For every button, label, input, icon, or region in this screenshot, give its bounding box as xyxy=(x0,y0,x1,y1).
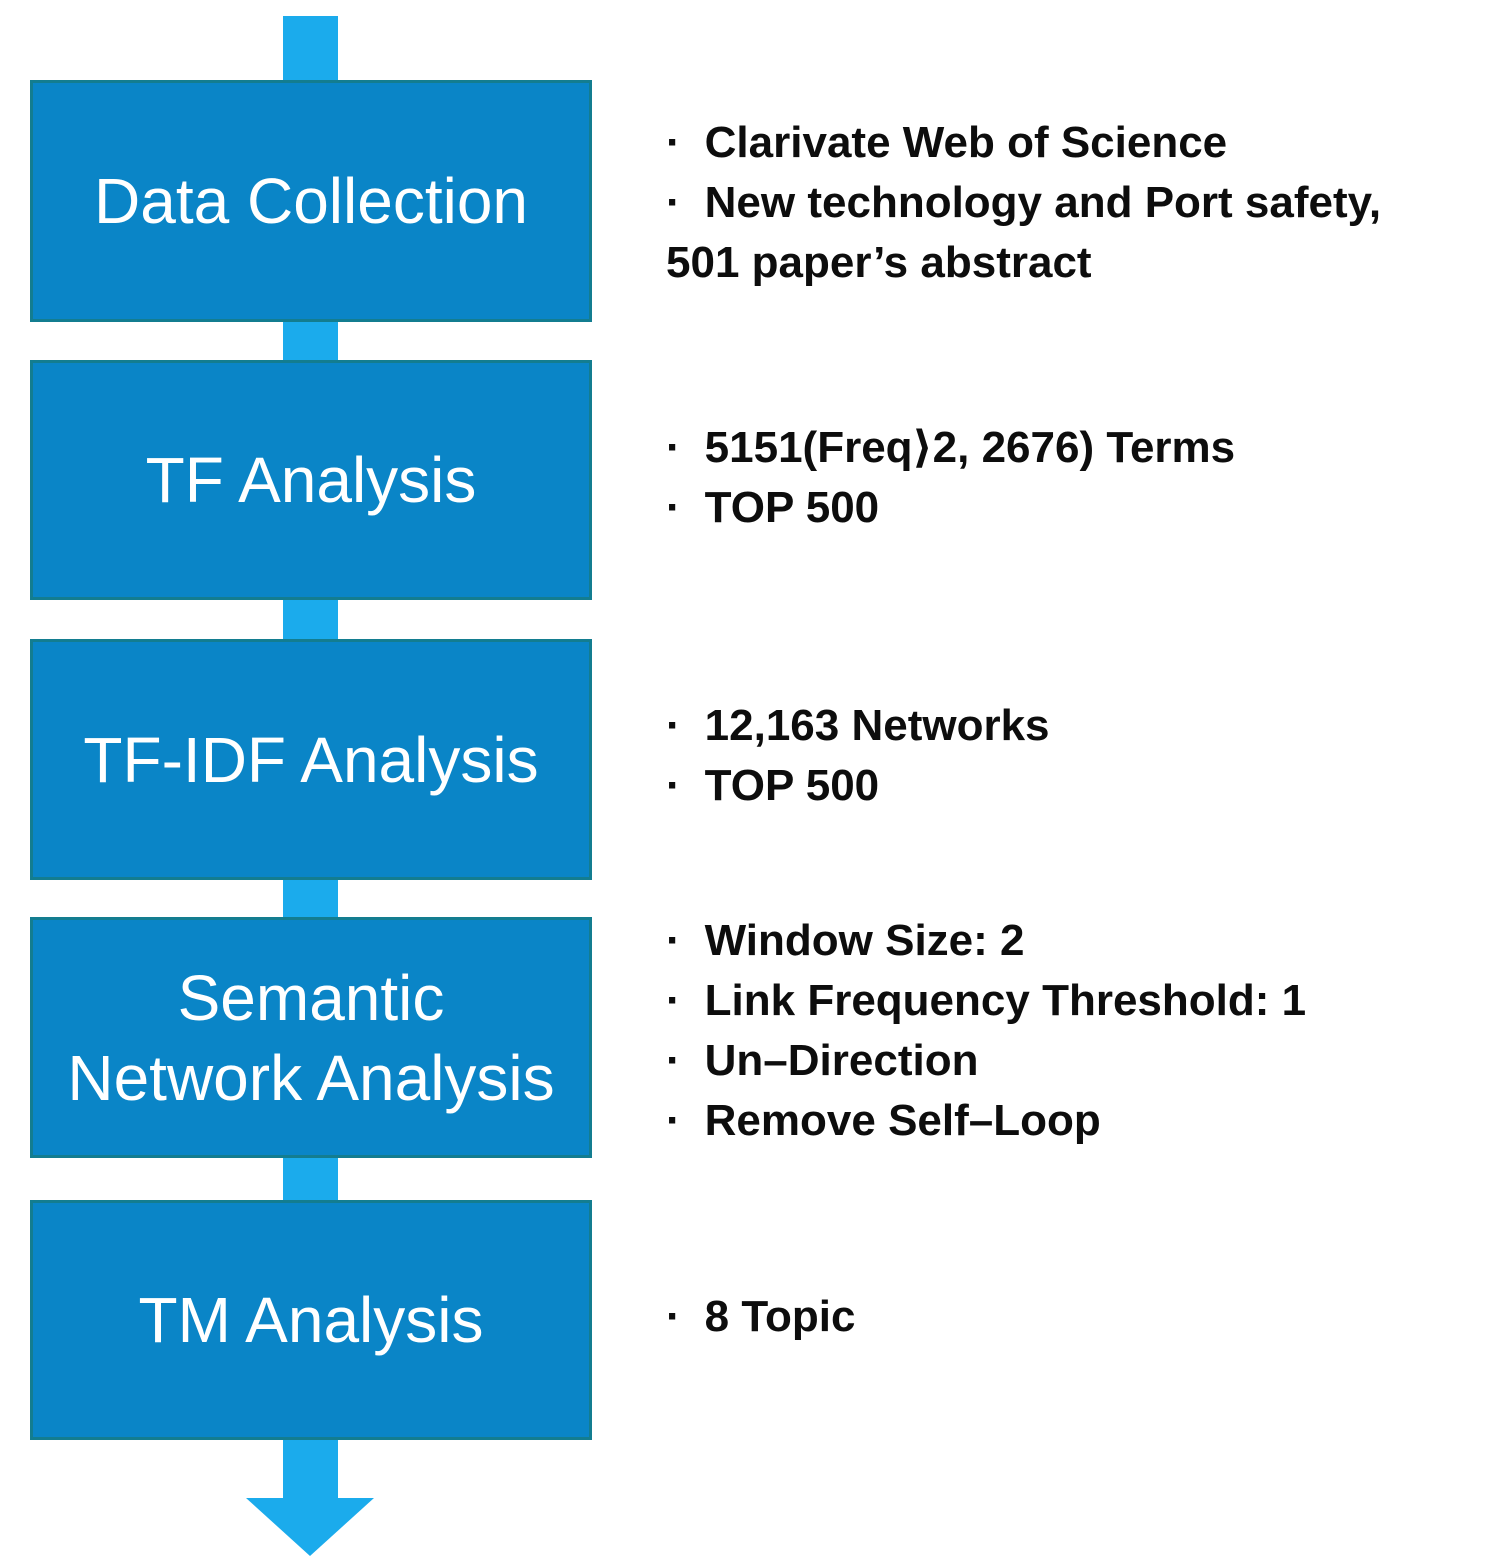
bullet-dot-icon: · xyxy=(666,1036,681,1085)
note-text: TOP 500 xyxy=(704,483,880,532)
bullet-dot-icon: · xyxy=(666,701,681,750)
step-box-semantic-network-analysis: Semantic Network Analysis xyxy=(30,917,592,1158)
bullet-dot-icon: · xyxy=(666,1096,681,1145)
bullet-dot-icon: · xyxy=(666,423,681,472)
step-label-line-1: Semantic xyxy=(177,961,445,1034)
bullet-dot-icon: · xyxy=(666,1292,681,1341)
note-line: · Window Size: 2 xyxy=(666,911,1496,971)
step-label: TF Analysis xyxy=(145,444,477,516)
note-text: 12,163 Networks xyxy=(704,701,1050,750)
arrow-head-icon xyxy=(246,1498,374,1556)
note-line: · TOP 500 xyxy=(666,756,1496,816)
bullet-dot-icon: · xyxy=(666,916,681,965)
note-line: · 12,163 Networks xyxy=(666,696,1496,756)
connector-arrow-top xyxy=(283,16,338,90)
step-box-tm-analysis: TM Analysis xyxy=(30,1200,592,1440)
note-text: Link Frequency Threshold: 1 xyxy=(704,976,1307,1025)
note-line: · New technology and Port safety, xyxy=(666,173,1496,233)
note-line: · Un–Direction xyxy=(666,1031,1496,1091)
note-line: · TOP 500 xyxy=(666,478,1496,538)
step-box-data-collection: Data Collection xyxy=(30,80,592,322)
notes-tm-analysis: · 8 Topic xyxy=(666,1287,1496,1347)
connector-arrow-3-4 xyxy=(283,872,338,925)
step-label-line-2: Network Analysis xyxy=(67,1041,555,1114)
bullet-dot-icon: · xyxy=(666,976,681,1025)
step-box-tf-analysis: TF Analysis xyxy=(30,360,592,600)
note-text: Clarivate Web of Science xyxy=(704,118,1228,167)
note-line: · 5151(Freq⟩2, 2676) Terms xyxy=(666,418,1496,478)
note-line: · Remove Self–Loop xyxy=(666,1091,1496,1151)
step-label: Data Collection xyxy=(94,165,528,237)
connector-arrow-bottom-shaft xyxy=(283,1435,338,1499)
note-text: Window Size: 2 xyxy=(704,916,1025,965)
bullet-dot-icon: · xyxy=(666,483,681,532)
bullet-dot-icon: · xyxy=(666,761,681,810)
notes-data-collection: · Clarivate Web of Science · New technolog… xyxy=(666,113,1496,293)
connector-arrow-2-3 xyxy=(283,592,338,648)
step-box-tf-idf-analysis: TF-IDF Analysis xyxy=(30,639,592,880)
note-line: 501 paper’s abstract xyxy=(666,233,1496,293)
bullet-dot-icon: · xyxy=(666,178,681,227)
note-line: · Clarivate Web of Science xyxy=(666,113,1496,173)
note-line: · Link Frequency Threshold: 1 xyxy=(666,971,1496,1031)
note-line: · 8 Topic xyxy=(666,1287,1496,1347)
note-text: 501 paper’s abstract xyxy=(666,238,1092,287)
step-label: TF-IDF Analysis xyxy=(83,723,539,796)
note-text: TOP 500 xyxy=(704,761,880,810)
note-text: 8 Topic xyxy=(704,1292,856,1341)
notes-tf-idf-analysis: · 12,163 Networks · TOP 500 xyxy=(666,696,1496,816)
bullet-dot-icon: · xyxy=(666,118,681,167)
note-text: Remove Self–Loop xyxy=(704,1096,1101,1145)
step-label: TM Analysis xyxy=(138,1284,484,1356)
note-text: Un–Direction xyxy=(704,1036,979,1085)
note-text: 5151(Freq⟩2, 2676) Terms xyxy=(704,423,1236,472)
notes-tf-analysis: · 5151(Freq⟩2, 2676) Terms · TOP 500 xyxy=(666,418,1496,538)
notes-semantic-network-analysis: · Window Size: 2 · Link Frequency Threshol… xyxy=(666,911,1496,1151)
note-text: New technology and Port safety, xyxy=(704,178,1382,227)
